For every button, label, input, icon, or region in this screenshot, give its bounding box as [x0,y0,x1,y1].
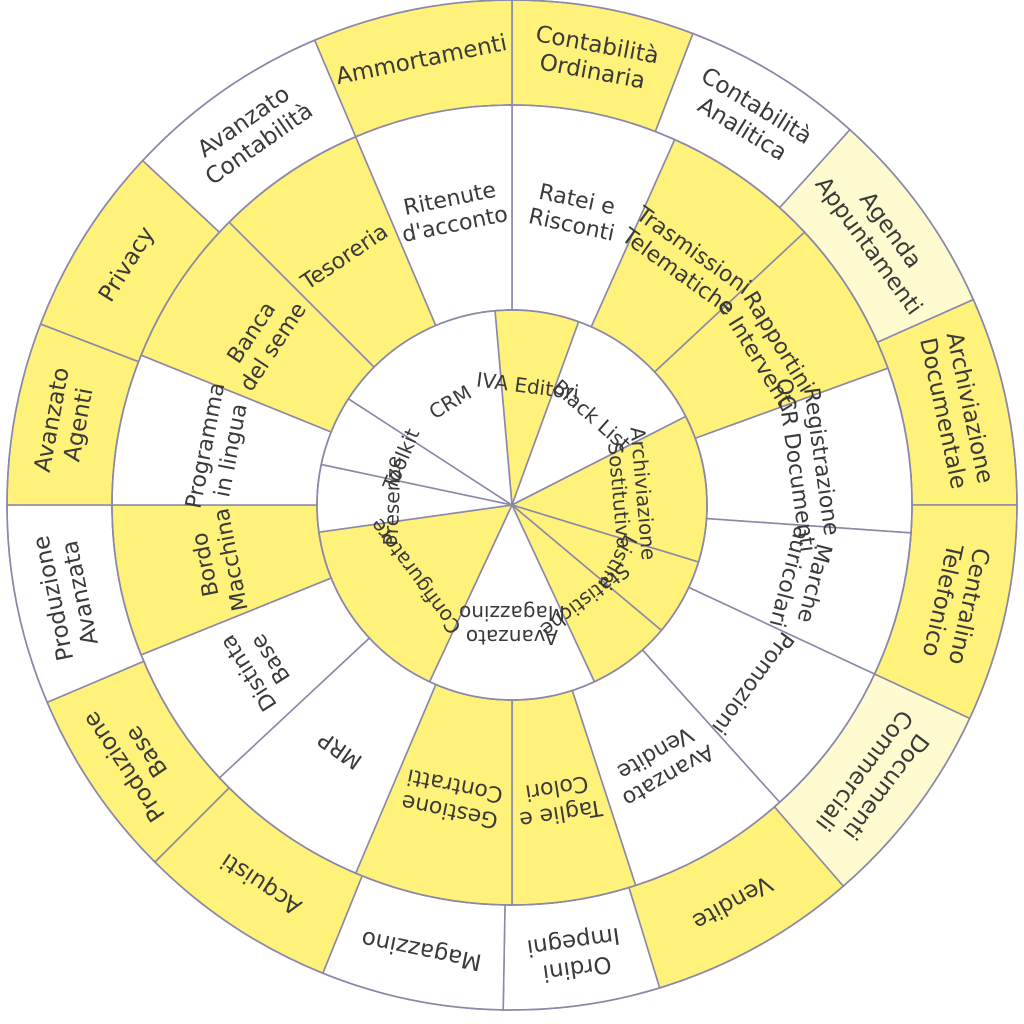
ring-circle-1 [111,104,913,906]
inner-ring-label-7: Presenze [379,455,406,546]
inner-ring-label-5: AvanzatoMagazzino [459,601,565,649]
ring-borders [6,0,1018,1011]
ring-circle-2 [6,0,1018,1011]
ring-circle-0 [316,309,708,701]
